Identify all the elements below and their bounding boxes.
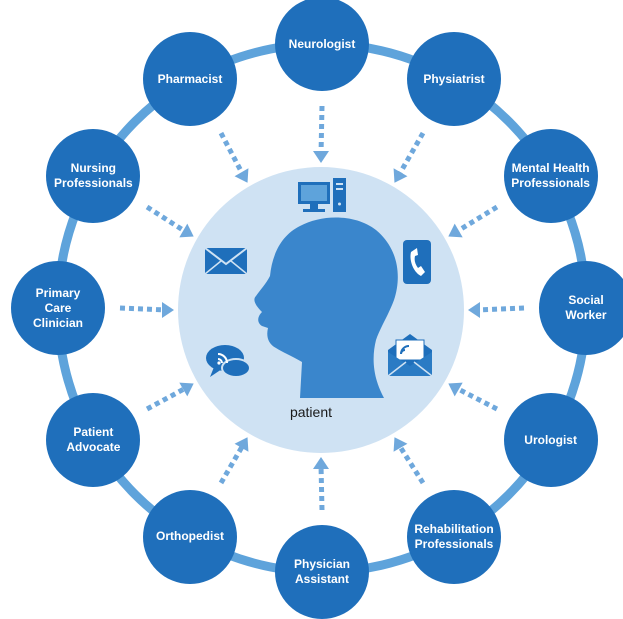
role-label: Physician Assistant	[293, 557, 351, 586]
arrow-rehabilitation-professionals	[396, 442, 426, 485]
arrow-urologist	[454, 385, 499, 412]
role-label: Mental Health Professionals	[511, 161, 590, 190]
open-mail-icon	[387, 334, 433, 377]
arrow-mental-health-professionals	[453, 204, 499, 235]
role-node-primary-care-clinician: Primary Care Clinician	[11, 261, 105, 355]
arrowhead-patient-advocate	[179, 382, 194, 397]
role-node-patient-advocate: Patient Advocate	[46, 393, 141, 487]
arrow-orthopedist	[218, 442, 246, 485]
patient-label: patient	[289, 404, 333, 420]
role-node-rehabilitation-professionals: Rehabilitation Professionals	[407, 489, 501, 584]
arrow-physiatrist	[396, 131, 426, 178]
role-node-neurologist: Neurologist	[275, 0, 369, 91]
arrow-physician-assistant	[318, 464, 325, 511]
arrowhead-rehabilitation-professionals	[393, 437, 408, 452]
role-label: Patient Advocate	[66, 425, 121, 454]
role-node-mental-health-professionals: Mental Health Professionals	[503, 129, 598, 223]
role-label: Urologist	[524, 432, 577, 447]
role-node-nursing-professionals: Nursing Professionals	[46, 129, 141, 223]
role-node-social-worker: Social Worker	[539, 261, 623, 355]
arrowhead-social-worker	[468, 302, 480, 318]
arrow-pharmacist	[218, 131, 246, 177]
computer-icon	[298, 178, 346, 212]
arrows-group	[119, 105, 525, 511]
arrowhead-orthopedist	[234, 437, 249, 452]
role-node-orthopedist: Orthopedist	[143, 489, 237, 584]
role-label: Neurologist	[288, 36, 356, 51]
arrowhead-nursing-professionals	[179, 223, 194, 238]
email-icon	[204, 247, 248, 275]
chat-icon	[206, 345, 251, 378]
role-label: Rehabilitation Professionals	[414, 521, 494, 551]
role-label: Social Worker	[565, 293, 607, 322]
role-label: Nursing Professionals	[54, 161, 133, 190]
phone-icon	[403, 240, 431, 284]
arrowhead-urologist	[448, 382, 463, 397]
role-node-pharmacist: Pharmacist	[143, 32, 237, 127]
head-silhouette-icon	[254, 217, 398, 398]
arrow-primary-care-clinician	[119, 305, 167, 313]
role-label: Physiatrist	[423, 71, 485, 86]
arrowhead-physiatrist	[393, 168, 408, 183]
arrow-social-worker	[475, 305, 525, 313]
role-node-physiatrist: Physiatrist	[407, 32, 501, 127]
arrow-neurologist	[318, 105, 325, 156]
arrowhead-mental-health-professionals	[448, 223, 463, 238]
arrowhead-primary-care-clinician	[162, 302, 174, 318]
arrowhead-pharmacist	[234, 168, 249, 183]
role-node-urologist: Urologist	[503, 393, 598, 487]
role-label: Primary Care Clinician	[32, 285, 83, 330]
arrowhead-neurologist	[313, 151, 329, 163]
arrowhead-physician-assistant	[313, 457, 329, 469]
arrow-nursing-professionals	[145, 204, 189, 235]
role-node-physician-assistant: Physician Assistant	[275, 525, 369, 619]
role-label: Orthopedist	[156, 529, 224, 544]
arrow-patient-advocate	[145, 385, 188, 412]
role-label: Pharmacist	[157, 71, 223, 86]
